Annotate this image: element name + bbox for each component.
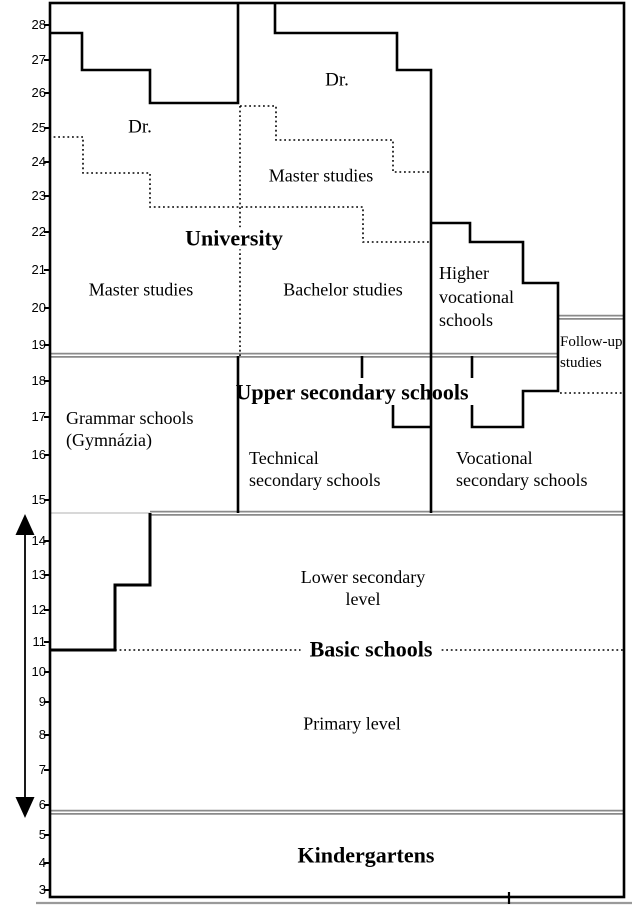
axis-tick-mark [44, 540, 50, 542]
axis-tick-mark [44, 231, 50, 233]
outer-frame [48, 1, 626, 899]
axis-tick-mark [44, 380, 50, 382]
label-master-studies-top: Master studies [268, 165, 374, 186]
axis-tick-label: 8 [38, 727, 46, 742]
axis-tick-mark [44, 574, 50, 576]
axis-tick-label: 18 [31, 373, 46, 388]
axis-tick-label: 13 [31, 567, 46, 582]
axis-tick-label: 9 [38, 694, 46, 709]
label-dr-right: Dr. [325, 69, 349, 91]
dr-left-staircase [49, 3, 240, 105]
axis-tick-mark [44, 609, 50, 611]
label-dr-left: Dr. [128, 116, 152, 138]
compulsory-range-arrow [15, 514, 35, 818]
arrowhead-up [15, 514, 35, 535]
dr-right-staircase [273, 3, 433, 513]
axis-tick-mark [44, 862, 50, 864]
axis-tick-mark [44, 24, 50, 26]
axis-tick-mark [44, 834, 50, 836]
axis-tick-mark [44, 641, 50, 643]
axis-tick-label: 28 [31, 17, 46, 32]
axis-tick-mark [44, 307, 50, 309]
axis-tick-mark [44, 344, 50, 346]
axis-tick-label: 26 [31, 85, 46, 100]
axis-tick-mark [44, 195, 50, 197]
axis-tick-label: 15 [31, 492, 46, 507]
label-higher-vocational: Higher vocational schools [439, 263, 514, 330]
axis-tick-mark [44, 161, 50, 163]
label-vocational-secondary: Vocational secondary schools [456, 448, 588, 490]
axis-tick-label: 17 [31, 409, 46, 424]
axis-tick-label: 23 [31, 188, 46, 203]
label-primary-level: Primary level [303, 713, 401, 734]
axis-tick-label: 16 [31, 447, 46, 462]
axis-tick-mark [44, 499, 50, 501]
axis-tick-label: 21 [31, 262, 46, 277]
axis-tick-label: 20 [31, 300, 46, 315]
axis-tick-mark [44, 59, 50, 61]
axis-tick-label: 3 [38, 882, 46, 897]
axis-tick-label: 12 [31, 602, 46, 617]
axis-tick-label: 19 [31, 337, 46, 352]
label-follow-up: Follow-up studies [560, 334, 623, 371]
gymnasium-entry-staircase [49, 513, 152, 652]
connector-bracket-left [391, 405, 430, 429]
axis-tick-mark [44, 416, 50, 418]
label-university: University [176, 227, 292, 249]
axis-tick-mark [44, 454, 50, 456]
arrowhead-down [15, 797, 35, 818]
label-bachelor-studies: Bachelor studies [283, 279, 403, 300]
axis-tick-label: 25 [31, 120, 46, 135]
axis-tick-mark [44, 269, 50, 271]
axis-tick-label: 24 [31, 154, 46, 169]
solid-lines [48, 1, 626, 904]
label-master-studies-left: Master studies [88, 279, 194, 300]
axis-tick-mark [44, 889, 50, 891]
label-kindergartens: Kindergartens [297, 842, 435, 868]
label-upper-secondary: Upper secondary schools [235, 379, 469, 405]
axis-tick-label: 10 [31, 664, 46, 679]
label-lower-secondary: Lower secondary level [300, 567, 426, 609]
dotted-master-right-staircase [240, 105, 431, 173]
higher-vocational-outline [431, 221, 560, 429]
axis-tick-mark [44, 92, 50, 94]
axis-tick-label: 4 [38, 855, 46, 870]
label-technical-secondary: Technical secondary schools [249, 448, 381, 490]
axis-tick-label: 14 [31, 533, 46, 548]
axis-tick-label: 11 [32, 634, 47, 649]
axis-tick-mark [44, 127, 50, 129]
label-basic-schools: Basic schools [300, 638, 442, 660]
axis-tick-mark [44, 701, 50, 703]
label-grammar-schools: Grammar schools (Gymnázia) [66, 408, 194, 450]
axis-tick-label: 22 [31, 224, 46, 239]
axis-tick-label: 5 [38, 827, 46, 842]
axis-tick-mark [44, 734, 50, 736]
axis-tick-label: 6 [38, 797, 46, 812]
axis-tick-mark [44, 671, 50, 673]
axis-tick-mark [44, 804, 50, 806]
axis-tick-label: 7 [38, 762, 46, 777]
axis-tick-mark [44, 769, 50, 771]
axis-tick-label: 27 [31, 52, 46, 67]
